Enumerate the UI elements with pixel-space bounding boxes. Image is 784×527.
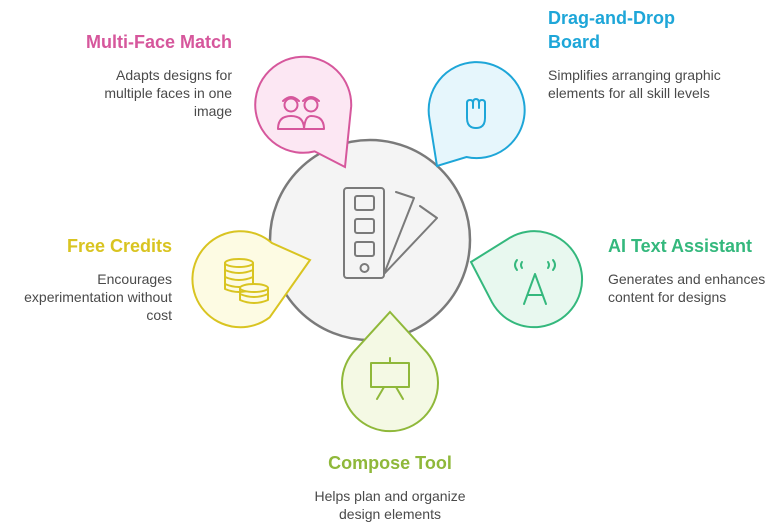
- coins-icon: [224, 258, 269, 304]
- multi-face-text: Multi-Face Match Adapts designs for mult…: [60, 30, 232, 120]
- grab-hand-icon: [466, 98, 486, 129]
- compose-text: Compose Tool Helps plan and organize des…: [290, 451, 490, 523]
- drag-drop-desc: Simplifies arranging graphic elements fo…: [548, 67, 721, 101]
- easel-icon: [370, 357, 410, 400]
- ai-text-text: AI Text Assistant Generates and enhances…: [608, 234, 780, 306]
- compose-title: Compose Tool: [328, 453, 452, 473]
- multi-face-teardrop: [254, 55, 353, 169]
- ai-text-node: [469, 230, 584, 329]
- free-credits-teardrop: [191, 230, 312, 329]
- compose-teardrop: [341, 310, 439, 433]
- drag-drop-node: [427, 61, 526, 168]
- drag-drop-teardrop: [427, 61, 526, 168]
- compose-node: [341, 310, 439, 433]
- drag-drop-title: Drag-and-Drop Board: [548, 8, 675, 52]
- ai-text-icon: [514, 259, 556, 305]
- faces-icon: [277, 96, 325, 130]
- ai-text-desc: Generates and enhances content for desig…: [608, 271, 766, 305]
- multi-face-desc: Adapts designs for multiple faces in one…: [104, 67, 232, 119]
- ai-text-title: AI Text Assistant: [608, 236, 753, 256]
- free-credits-desc: Encourages experimentation without cost: [24, 271, 172, 323]
- compose-desc: Helps plan and organize design elements: [314, 488, 466, 522]
- free-credits-title: Free Credits: [66, 236, 172, 256]
- drag-drop-text: Drag-and-Drop Board Simplifies arranging…: [548, 6, 723, 102]
- multi-face-node: [254, 55, 353, 169]
- multi-face-title: Multi-Face Match: [85, 32, 232, 52]
- free-credits-text: Free Credits Encourages experimentation …: [4, 234, 172, 324]
- swatch-palette-icon: [343, 187, 438, 279]
- ai-text-teardrop: [469, 230, 584, 329]
- free-credits-node: [191, 230, 312, 329]
